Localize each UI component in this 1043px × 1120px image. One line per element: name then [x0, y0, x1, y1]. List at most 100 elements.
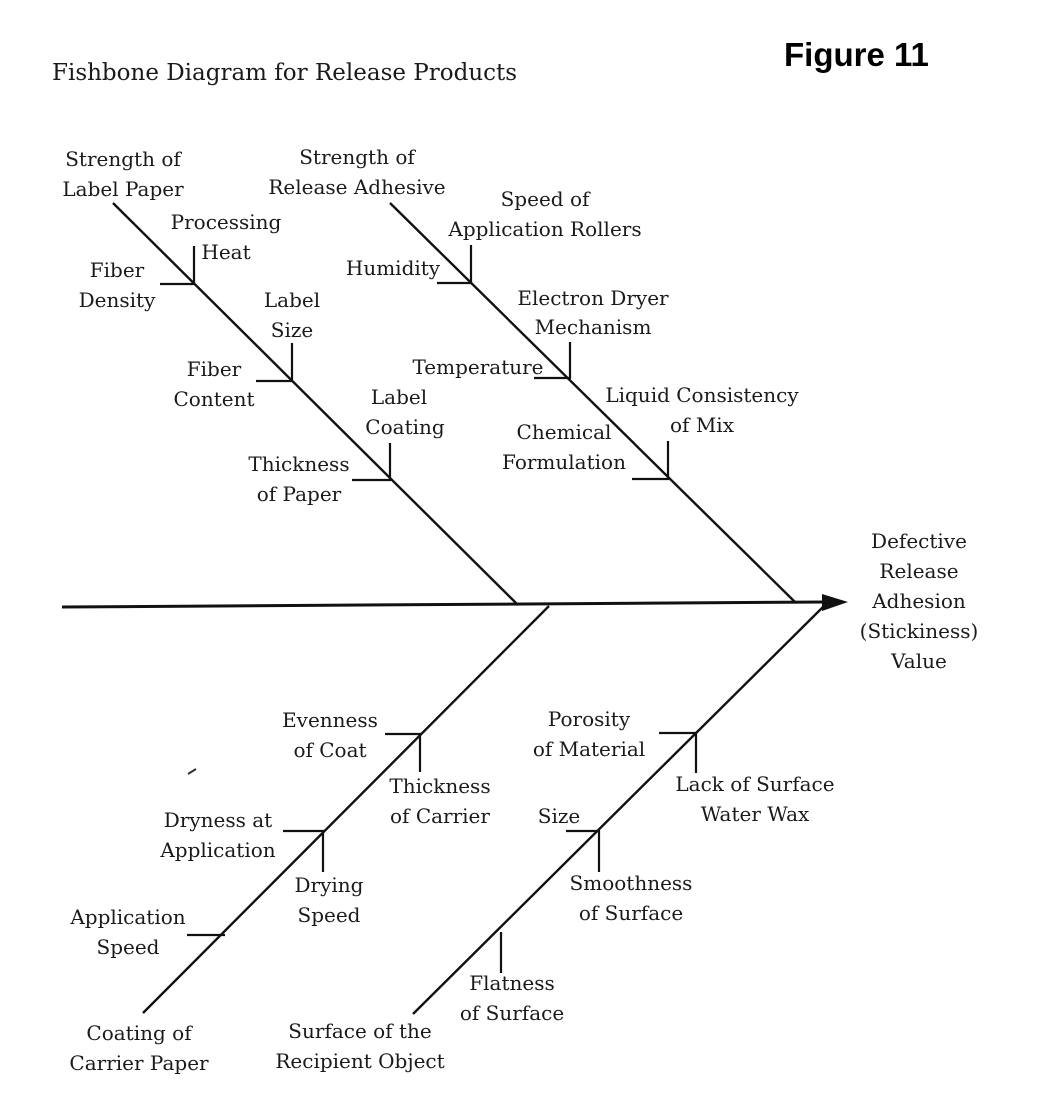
tick-temperature-electron-dryer	[534, 342, 572, 380]
svg-text:of Carrier: of Carrier	[390, 804, 490, 828]
svg-text:Size: Size	[538, 804, 580, 828]
svg-text:Thickness: Thickness	[389, 774, 490, 798]
cause-dryness-at-application: Dryness at Application	[159, 808, 275, 862]
tick-label-size-fiber-content	[256, 343, 294, 383]
svg-text:Humidity: Humidity	[346, 256, 441, 280]
effect-label: Defective Release Adhesion (Stickiness) …	[860, 529, 979, 673]
svg-text:of Coat: of Coat	[293, 738, 366, 762]
svg-text:Temperature: Temperature	[412, 355, 543, 379]
svg-text:Thickness: Thickness	[248, 452, 349, 476]
cause-fiber-density: Fiber Density	[79, 258, 156, 312]
bone-line	[142, 605, 550, 1014]
cause-thickness-of-carrier: Thickness of Carrier	[389, 774, 490, 828]
svg-text:Speed: Speed	[97, 935, 160, 959]
svg-text:Release: Release	[879, 559, 958, 583]
cause-humidity: Humidity	[346, 256, 441, 280]
svg-text:Evenness: Evenness	[282, 708, 378, 732]
figure-label: Figure 11	[784, 36, 929, 73]
svg-text:of Mix: of Mix	[670, 413, 735, 437]
svg-text:of Material: of Material	[533, 737, 645, 761]
cause-porosity-of-material: Porosity of Material	[533, 707, 645, 761]
cause-smoothness-of-surface: Smoothness of Surface	[570, 871, 693, 925]
svg-text:Mechanism: Mechanism	[535, 315, 652, 339]
cause-evenness-of-coat: Evenness of Coat	[282, 708, 378, 762]
cause-label-coating: Label Coating	[365, 385, 445, 439]
svg-text:Flatness: Flatness	[469, 971, 554, 995]
diagram-title: Fishbone Diagram for Release Products	[52, 60, 517, 86]
cause-lack-of-surface-wax: Lack of Surface Water Wax	[675, 772, 834, 826]
bone-head-label: Strength of Release Adhesive	[268, 145, 445, 199]
cause-thickness-of-paper: Thickness of Paper	[248, 452, 349, 506]
svg-text:Speed of: Speed of	[501, 187, 591, 211]
svg-text:Liquid Consistency: Liquid Consistency	[605, 383, 799, 407]
svg-text:Value: Value	[890, 649, 947, 673]
tick-label-coating-thickness	[352, 443, 392, 482]
cause-electron-dryer: Electron Dryer Mechanism	[517, 286, 669, 339]
cause-temperature: Temperature	[412, 355, 543, 379]
bone-line	[112, 202, 519, 606]
cause-size: Size	[538, 804, 580, 828]
cause-drying-speed: Drying Speed	[295, 873, 364, 927]
tick-evenness-thickness	[385, 732, 422, 772]
svg-text:Size: Size	[271, 318, 313, 342]
svg-text:Label Paper: Label Paper	[62, 177, 184, 201]
svg-text:Release Adhesive: Release Adhesive	[268, 175, 445, 199]
cause-chemical-formulation: Chemical Formulation	[502, 420, 626, 474]
svg-text:Fiber: Fiber	[187, 357, 242, 381]
tick-dryness-drying-speed	[283, 829, 325, 872]
svg-text:Drying: Drying	[295, 873, 364, 897]
spine-arrowhead	[822, 594, 848, 611]
svg-text:(Stickiness): (Stickiness)	[860, 619, 979, 643]
tick-processing-heat-fiber-density	[160, 246, 196, 286]
bone-line	[412, 603, 827, 1015]
svg-text:Fiber: Fiber	[90, 258, 145, 282]
bone-label-paper: Strength of Label Paper Processing Heat …	[62, 147, 519, 606]
svg-text:Coating of: Coating of	[86, 1021, 193, 1045]
svg-text:Speed: Speed	[298, 903, 361, 927]
svg-text:Formulation: Formulation	[502, 450, 626, 474]
svg-text:Density: Density	[79, 288, 156, 312]
svg-text:Lack of Surface: Lack of Surface	[675, 772, 834, 796]
cause-processing-heat: Processing Heat	[171, 210, 282, 264]
svg-text:Application Rollers: Application Rollers	[447, 217, 641, 241]
spine-line	[61, 600, 827, 609]
svg-text:of Surface: of Surface	[460, 1001, 564, 1025]
cause-liquid-consistency: Liquid Consistency of Mix	[605, 383, 799, 437]
tick-humidity-speed-rollers	[437, 245, 473, 285]
svg-text:Water Wax: Water Wax	[701, 802, 810, 826]
svg-text:Defective: Defective	[871, 529, 967, 553]
svg-text:Content: Content	[173, 387, 254, 411]
cause-speed-of-rollers: Speed of Application Rollers	[447, 187, 641, 241]
svg-text:Label: Label	[371, 385, 427, 409]
svg-text:Smoothness: Smoothness	[570, 871, 693, 895]
svg-text:Dryness at: Dryness at	[164, 808, 272, 832]
svg-text:Strength of: Strength of	[65, 147, 182, 171]
cause-flatness-of-surface: Flatness of Surface	[460, 971, 564, 1025]
svg-text:of Paper: of Paper	[257, 482, 342, 506]
tick-chemical-liquid	[632, 441, 670, 481]
cause-fiber-content: Fiber Content	[173, 357, 254, 411]
svg-text:Surface of the: Surface of the	[288, 1019, 431, 1043]
svg-text:Label: Label	[264, 288, 320, 312]
bone-line	[389, 202, 797, 604]
tick-size-smoothness	[566, 829, 601, 872]
svg-text:Carrier Paper: Carrier Paper	[69, 1051, 209, 1075]
bone-release-adhesive: Strength of Release Adhesive Speed of Ap…	[268, 145, 799, 604]
bone-head-label: Strength of Label Paper	[62, 147, 184, 201]
svg-text:of Surface: of Surface	[579, 901, 683, 925]
bone-carrier-paper: Coating of Carrier Paper Evenness of Coa…	[69, 605, 550, 1075]
svg-text:Coating: Coating	[365, 415, 445, 439]
svg-text:Electron Dryer: Electron Dryer	[517, 286, 669, 310]
svg-text:Application: Application	[69, 905, 185, 929]
svg-text:Application: Application	[159, 838, 275, 862]
svg-text:Processing: Processing	[171, 210, 282, 234]
cause-label-size: Label Size	[264, 288, 320, 342]
bone-recipient-object: Surface of the Recipient Object Porosity…	[275, 603, 835, 1073]
svg-text:Strength of: Strength of	[299, 145, 416, 169]
svg-text:Recipient Object: Recipient Object	[275, 1049, 444, 1073]
svg-text:Chemical: Chemical	[517, 420, 612, 444]
tick-porosity-lack-of-wax	[659, 731, 698, 773]
svg-text:Porosity: Porosity	[548, 707, 631, 731]
bone-head-label: Surface of the Recipient Object	[275, 1019, 444, 1073]
